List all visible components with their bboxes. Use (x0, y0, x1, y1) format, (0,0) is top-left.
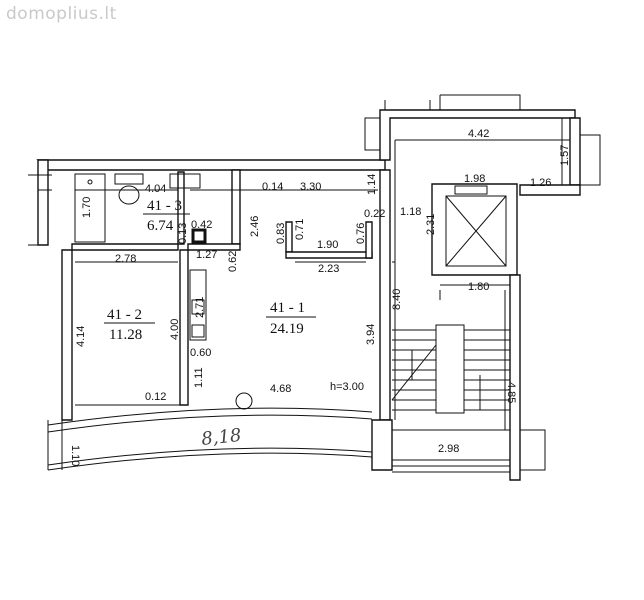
staircase (391, 290, 510, 473)
kitchen-counter (189, 269, 207, 341)
dim-0-42: 0.42 (191, 219, 212, 231)
dim-1-90: 1.90 (317, 239, 338, 251)
chimney-circle (235, 392, 253, 410)
dim-8-40: 8.40 (391, 289, 403, 310)
stair-core-walls (364, 94, 601, 481)
room-41-2-id: 41 - 2 (107, 307, 142, 323)
dim-2-71: 2.71 (194, 297, 206, 318)
toilet-tank (114, 173, 144, 185)
dim-4-68: 4.68 (270, 383, 291, 395)
dim-0-83: 0.83 (275, 223, 287, 244)
dim-2-23: 2.23 (318, 263, 339, 275)
dim-1-11: 1.11 (193, 367, 205, 388)
dim-0-76: 0.76 (355, 223, 367, 244)
dim-1-14: 1.14 (366, 174, 378, 195)
dim-1-70: 1.70 (81, 197, 93, 218)
dim-2-98: 2.98 (438, 443, 459, 455)
toilet (118, 185, 140, 205)
room-41-2-area: 11.28 (109, 327, 142, 343)
dim-2-46: 2.46 (249, 216, 261, 237)
bathroom-fixtures (74, 173, 207, 244)
dim-0-14: 0.14 (262, 181, 283, 193)
apartment-walls (28, 159, 393, 471)
room-41-3-area: 6.74 (147, 218, 174, 234)
kitchen-fixtures (189, 269, 253, 410)
dim-0-60: 0.60 (190, 347, 211, 359)
dim-4-85: 4.85 (505, 382, 517, 403)
dim-1-26: 1.26 (530, 177, 551, 189)
dim-3-30: 3.30 (300, 181, 321, 193)
dim-0-22: 0.22 (364, 208, 385, 220)
dimension-lines (75, 118, 570, 431)
dim-0-12: 0.12 (145, 391, 166, 403)
dim-4-42: 4.42 (468, 128, 489, 140)
dim-0-62: 0.62 (227, 251, 239, 272)
dim-1-27: 1.27 (196, 249, 217, 261)
dim-1-57: 1.57 (559, 145, 571, 166)
sink (169, 173, 201, 189)
handwritten-total: 8,18 (200, 425, 242, 450)
dim-4-14: 4.14 (75, 326, 87, 347)
dim-4-00: 4.00 (169, 319, 181, 340)
room-41-1-area: 24.19 (270, 321, 304, 337)
dim-0-71: 0.71 (294, 219, 306, 240)
dim-4-04: 4.04 (145, 183, 166, 195)
watermark-text: domoplius.lt (6, 4, 117, 24)
room-labels: 41 - 3 6.74 41 - 2 11.28 41 - 1 24.19 h=… (104, 198, 364, 450)
dim-3-94: 3.94 (365, 324, 377, 345)
dim-1-98: 1.98 (464, 173, 485, 185)
dim-1-10: 1.10 (69, 445, 81, 466)
bathtub (74, 173, 106, 243)
room-41-3-id: 41 - 3 (147, 198, 182, 214)
room-41-1-id: 41 - 1 (270, 300, 305, 316)
dim-2-78: 2.78 (115, 253, 136, 265)
ventilation-duct (191, 228, 207, 244)
dim-2-31: 2.31 (425, 214, 437, 235)
dim-1-80: 1.80 (468, 281, 489, 293)
ceiling-height-note: h=3.00 (330, 381, 364, 393)
dim-0-13: 0.13 (177, 223, 189, 244)
dimension-labels: 4.42 1.57 1.98 1.26 1.18 2.31 1.14 0.22 … (69, 128, 571, 466)
dim-1-18: 1.18 (400, 206, 421, 218)
